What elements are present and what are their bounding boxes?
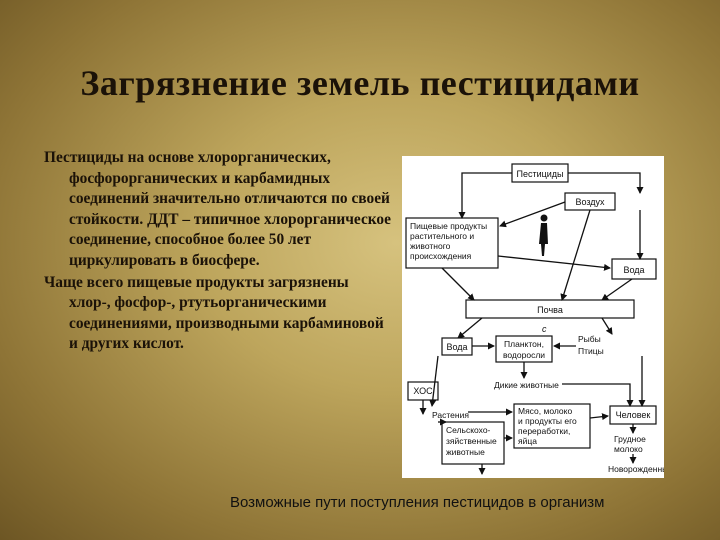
plankton-line-2: водоросли	[503, 350, 545, 360]
water-top-box	[611, 258, 657, 280]
arrow-soil-to-water-mid	[457, 317, 483, 339]
arrow-food-to-soil	[441, 267, 475, 301]
diagram-svg: Пестициды Воздух Пищевые продукты растит…	[405, 163, 664, 475]
arrow-meat-to-human	[589, 413, 609, 421]
meat-milk-line-3: переработки,	[518, 426, 570, 436]
arrow-air-to-soil	[560, 209, 591, 301]
breast-milk-line-1: Грудное	[614, 434, 646, 444]
wild-animals-label: Дикие животные	[494, 380, 559, 390]
paragraph-food: Чаще всего пищевые продукты загрязнены х…	[44, 273, 384, 353]
water-mid-label: Вода	[446, 342, 467, 352]
farm-animals-line-1: Сельскохо-	[446, 425, 491, 435]
pesticide-label: Пестициды	[516, 169, 563, 179]
arrow-soil-to-fish-birds	[601, 317, 613, 335]
soil-label: Почва	[537, 305, 563, 315]
fish-label: Рыбы	[578, 334, 601, 344]
body-text: Пестициды на основе хлорорганических, фо…	[44, 148, 394, 355]
plants-label: Растения	[432, 410, 469, 420]
soil-box	[465, 299, 635, 319]
farm-animals-box	[441, 421, 505, 465]
plankton-box	[495, 335, 553, 363]
xoc-label: ХОС	[413, 386, 433, 396]
meat-milk-line-4: яйца	[518, 436, 537, 446]
water-top-label: Вода	[623, 265, 644, 275]
arrow-air-to-food	[499, 201, 566, 228]
arrow-wild-to-human	[562, 383, 634, 407]
food-products-line-4: происхождения	[410, 251, 472, 261]
farm-animals-line-2: зяйственные	[446, 436, 497, 446]
meat-milk-line-1: Мясо, молоко	[518, 406, 572, 416]
diagram-caption: Возможные пути поступления пестицидов в …	[230, 494, 605, 511]
diagram-arrows	[419, 172, 646, 475]
birds-label: Птицы	[578, 346, 604, 356]
meat-milk-line-2: и продукты его	[518, 416, 577, 426]
slide-title: Загрязнение земель пестицидами	[80, 63, 640, 103]
arrow-water-top-to-soil	[601, 278, 633, 301]
arrow-pesticide-to-air	[568, 172, 644, 194]
arrow-soil-to-plants	[429, 355, 439, 407]
human-figure-icon	[539, 214, 548, 256]
food-products-box	[405, 217, 499, 269]
newborns-label: Новорожденные	[608, 464, 664, 474]
farm-animals-line-3: животные	[446, 447, 485, 457]
food-products-line-2: растительного и	[410, 231, 474, 241]
arrow-pesticide-to-food	[458, 172, 512, 219]
pesticide-pathways-diagram: Пестициды Воздух Пищевые продукты растит…	[402, 156, 664, 478]
air-label: Воздух	[575, 197, 605, 207]
human-label: Человек	[616, 410, 651, 420]
food-products-line-1: Пищевые продукты	[410, 221, 487, 231]
arrow-food-to-water-top	[497, 255, 611, 271]
plankton-line-1: Планктон,	[504, 339, 544, 349]
mark-c-label: с	[542, 324, 547, 334]
breast-milk-line-2: молоко	[614, 444, 643, 454]
paragraph-pesticides: Пестициды на основе хлорорганических, фо…	[44, 149, 391, 269]
food-products-line-3: животного	[410, 241, 451, 251]
meat-milk-box	[513, 403, 591, 449]
